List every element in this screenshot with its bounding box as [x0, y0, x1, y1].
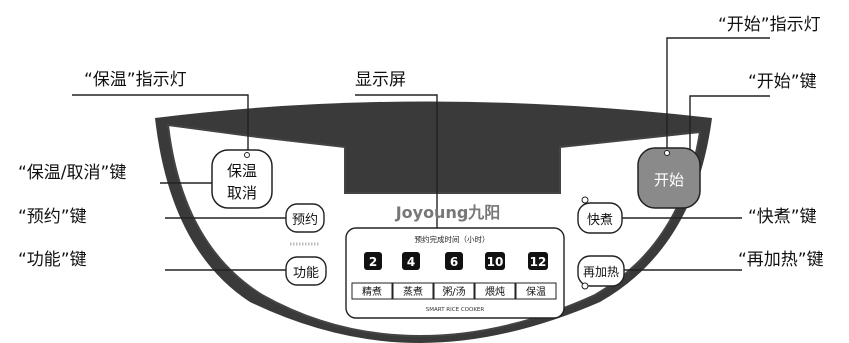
- hour-indicator: [402, 252, 420, 270]
- start-label: 开始: [654, 171, 684, 189]
- brand-logo: Joyoung九阳: [395, 203, 501, 222]
- hour-indicator: [364, 252, 382, 270]
- mode-box: [474, 282, 516, 300]
- callout-quick-cook-key: “快煮”键: [748, 207, 817, 227]
- product-name: SMART RICE COOKER: [426, 307, 485, 313]
- mode-box: [392, 282, 434, 300]
- callout-keepwarm-cancel-key: “保温/取消”键: [18, 163, 126, 183]
- hour-indicators: 2 4 6 10 12: [364, 252, 548, 270]
- quick-cook-indicator-light: [581, 196, 589, 204]
- callout-function-key: “功能”键: [18, 250, 87, 270]
- mode-box: [515, 282, 557, 300]
- leader-lines: [72, 37, 770, 271]
- hour-value: 12: [530, 255, 547, 269]
- mode-label: 保温: [526, 285, 546, 298]
- preset-button[interactable]: [285, 203, 325, 233]
- hour-indicator: [528, 252, 548, 270]
- hour-value: 4: [407, 255, 415, 269]
- preset-label: 预约: [292, 213, 318, 228]
- hour-value: 6: [450, 255, 458, 269]
- reheat-label: 再加热: [583, 265, 619, 279]
- mode-label: 煨炖: [485, 285, 505, 298]
- function-button[interactable]: [285, 256, 327, 286]
- start-indicator-light: [664, 150, 670, 156]
- reheat-button[interactable]: [577, 255, 625, 287]
- reheat-indicator-light: [581, 282, 589, 290]
- mode-box: [433, 282, 475, 300]
- hour-indicator: [445, 252, 463, 270]
- mode-list: 精煮 蒸煮 粥/汤 煨炖 保温: [351, 282, 557, 300]
- keep-warm-label: 保温: [227, 162, 257, 180]
- keep-warm-cancel-button[interactable]: [211, 149, 273, 209]
- quick-cook-button[interactable]: [577, 202, 623, 234]
- mode-label: 精煮: [362, 285, 382, 298]
- hour-value: 10: [487, 255, 504, 269]
- hour-value: 2: [369, 255, 377, 269]
- keep-warm-indicator-light: [244, 152, 250, 158]
- start-button[interactable]: [637, 147, 701, 209]
- mode-label: 蒸煮: [403, 286, 423, 298]
- callout-keep-warm-indicator: “保温”指示灯: [84, 70, 187, 90]
- mode-label: 粥/汤: [442, 285, 465, 298]
- cancel-label: 取消: [227, 184, 257, 202]
- callout-display: 显示屏: [355, 70, 406, 90]
- hour-indicator: [485, 252, 505, 270]
- preset-time-title: 预约完成时间（小时）: [415, 234, 490, 244]
- function-label: 功能: [293, 266, 319, 281]
- callout-start-key: “开始”键: [748, 72, 817, 92]
- callout-preset-key: “预约”键: [18, 207, 87, 227]
- callout-reheat-key: “再加热”键: [738, 250, 824, 270]
- callout-start-indicator: “开始”指示灯: [718, 15, 821, 35]
- quick-cook-label: 快煮: [587, 213, 613, 228]
- mode-box: [351, 282, 393, 300]
